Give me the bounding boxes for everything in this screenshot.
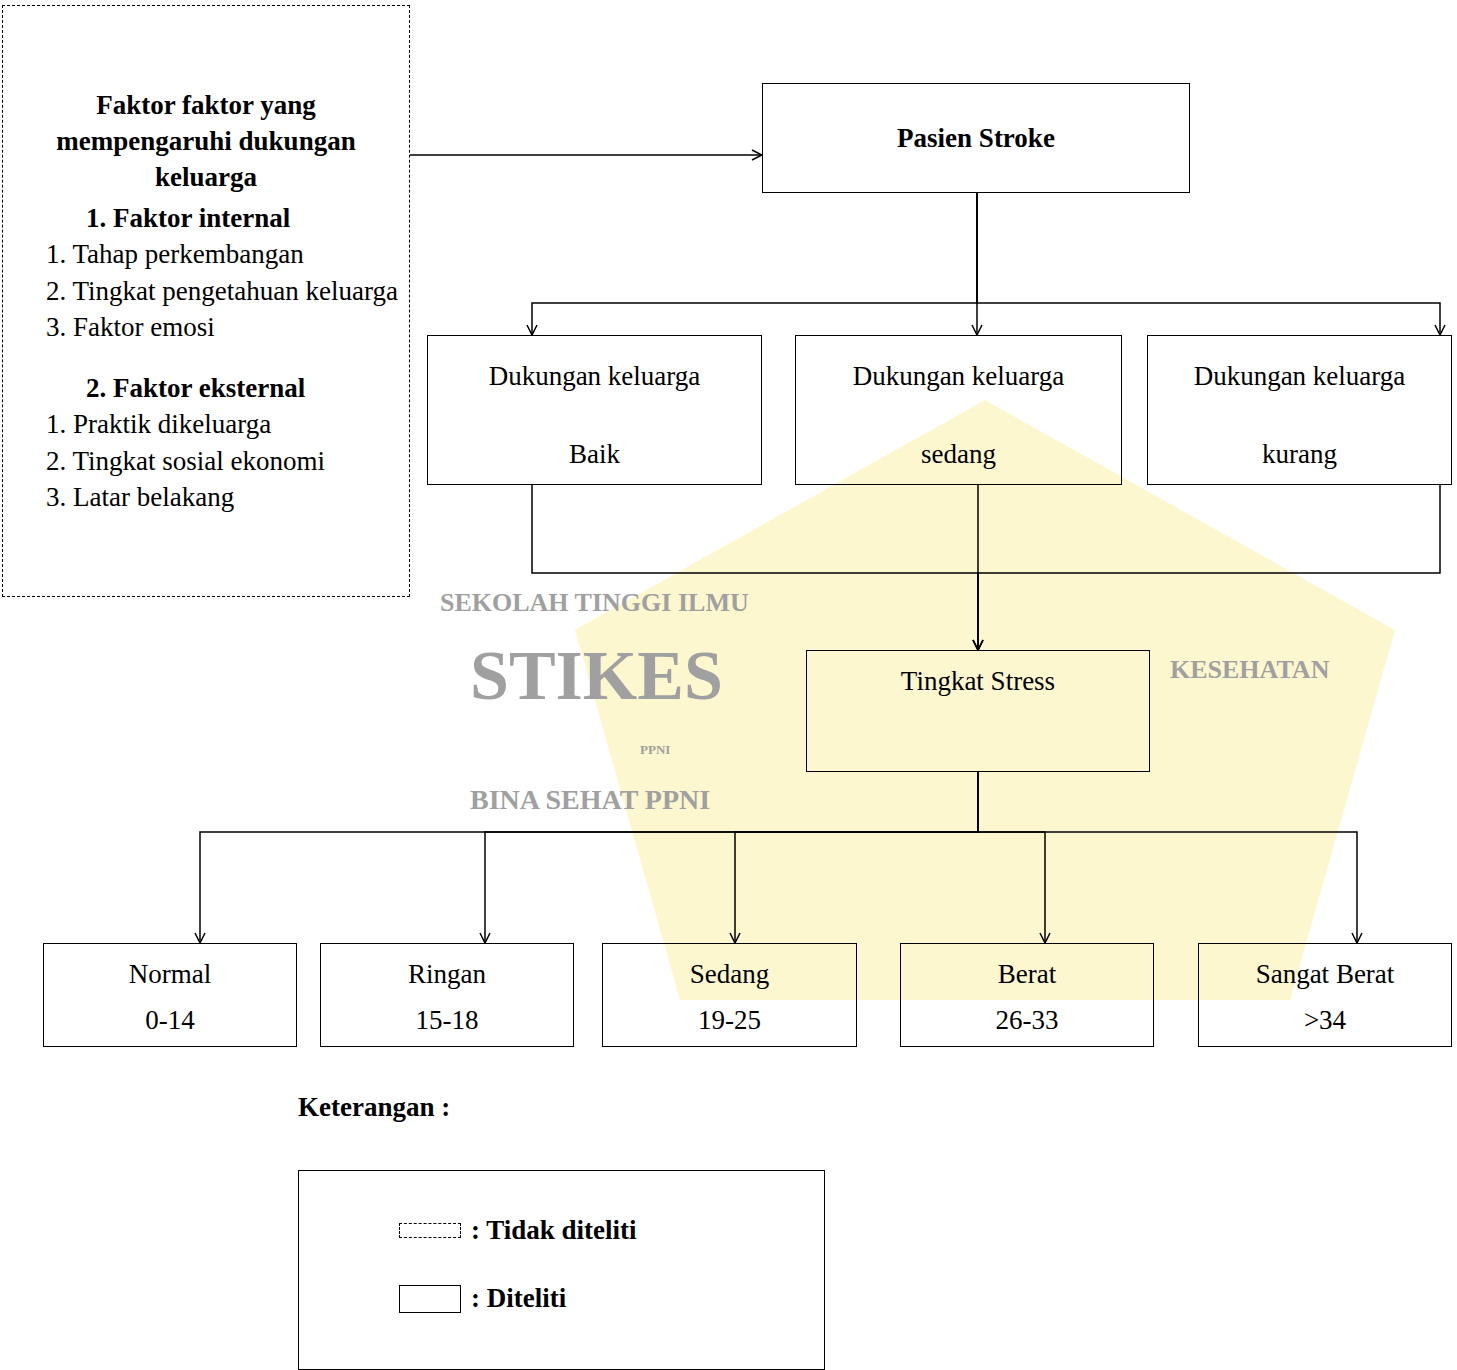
legend-text: : Tidak diteliti (471, 1215, 637, 1246)
support-box: Dukungan keluarga kurang (1147, 335, 1452, 485)
legend-box: : Tidak diteliti : Diteliti (298, 1170, 825, 1370)
connector-arrow (532, 193, 977, 335)
connector-arrow (977, 193, 1440, 335)
node-label: Tingkat Stress (817, 663, 1139, 699)
watermark-text: SEKOLAH TINGGI ILMU (440, 588, 749, 618)
level-box: Normal 0-14 (43, 943, 297, 1047)
process-box: Pasien Stroke (762, 83, 1190, 193)
factor-group-heading: 2. Faktor eksternal (86, 370, 399, 406)
watermark-text: KESEHATAN (1170, 655, 1329, 685)
node-label: Dukungan keluarga (1158, 358, 1441, 394)
connector-arrow (735, 772, 978, 943)
connector-arrow (978, 772, 1045, 943)
legend-swatch (399, 1223, 461, 1238)
node-label: Berat (909, 956, 1145, 992)
score-range: 0-14 (52, 1002, 288, 1038)
node-label: Dukungan keluarga (438, 358, 751, 394)
connector-arrow (978, 772, 1357, 943)
factor-item: 1. Tahap perkembangan (46, 236, 399, 272)
factor-heading: Faktor faktor yang mempengaruhi dukungan… (13, 87, 399, 196)
node-label: Sangat Berat (1207, 956, 1443, 992)
legend-entry: : Diteliti (399, 1283, 566, 1314)
support-box: Dukungan keluarga sedang (795, 335, 1122, 485)
watermark-text: STIKES (470, 636, 723, 716)
node-label: Ringan (329, 956, 565, 992)
factor-item: 2. Tingkat sosial ekonomi (46, 443, 399, 479)
legend-entry: : Tidak diteliti (399, 1215, 637, 1246)
legend-swatch (399, 1285, 461, 1313)
connector-arrow (410, 154, 762, 156)
node-label: Sedang (611, 956, 848, 992)
factor-item: 3. Faktor emosi (46, 309, 399, 345)
level-box: Berat 26-33 (900, 943, 1154, 1047)
stress-box: Tingkat Stress (806, 650, 1150, 772)
factor-box: Faktor faktor yang mempengaruhi dukungan… (2, 5, 410, 597)
score-range: 26-33 (909, 1002, 1145, 1038)
node-label: Pasien Stroke (775, 120, 1177, 156)
support-level: Baik (438, 436, 751, 472)
legend-heading: Keterangan : (298, 1092, 450, 1123)
factor-item: 2. Tingkat pengetahuan keluarga (46, 273, 399, 309)
legend-text: : Diteliti (471, 1283, 566, 1314)
factor-item: 3. Latar belakang (46, 479, 399, 515)
factor-item: 1. Praktik dikeluarga (46, 406, 399, 442)
support-box: Dukungan keluargaBaik (427, 335, 762, 485)
factor-group-heading: 1. Faktor internal (86, 200, 399, 236)
score-range: 15-18 (329, 1002, 565, 1038)
score-range: 19-25 (611, 1002, 848, 1038)
watermark-text: PPNI (640, 742, 670, 758)
level-box: Sedang 19-25 (602, 943, 857, 1047)
connector-arrow (978, 485, 1440, 650)
support-level: sedang (806, 436, 1111, 472)
watermark-text: BINA SEHAT PPNI (470, 784, 710, 816)
connector-arrow (200, 772, 978, 943)
support-level: kurang (1158, 436, 1441, 472)
node-label: Dukungan keluarga (806, 358, 1111, 394)
level-box: Sangat Berat >34 (1198, 943, 1452, 1047)
level-box: Ringan 15-18 (320, 943, 574, 1047)
score-range: >34 (1207, 1002, 1443, 1038)
connector-arrow (532, 485, 978, 650)
node-label: Normal (52, 956, 288, 992)
